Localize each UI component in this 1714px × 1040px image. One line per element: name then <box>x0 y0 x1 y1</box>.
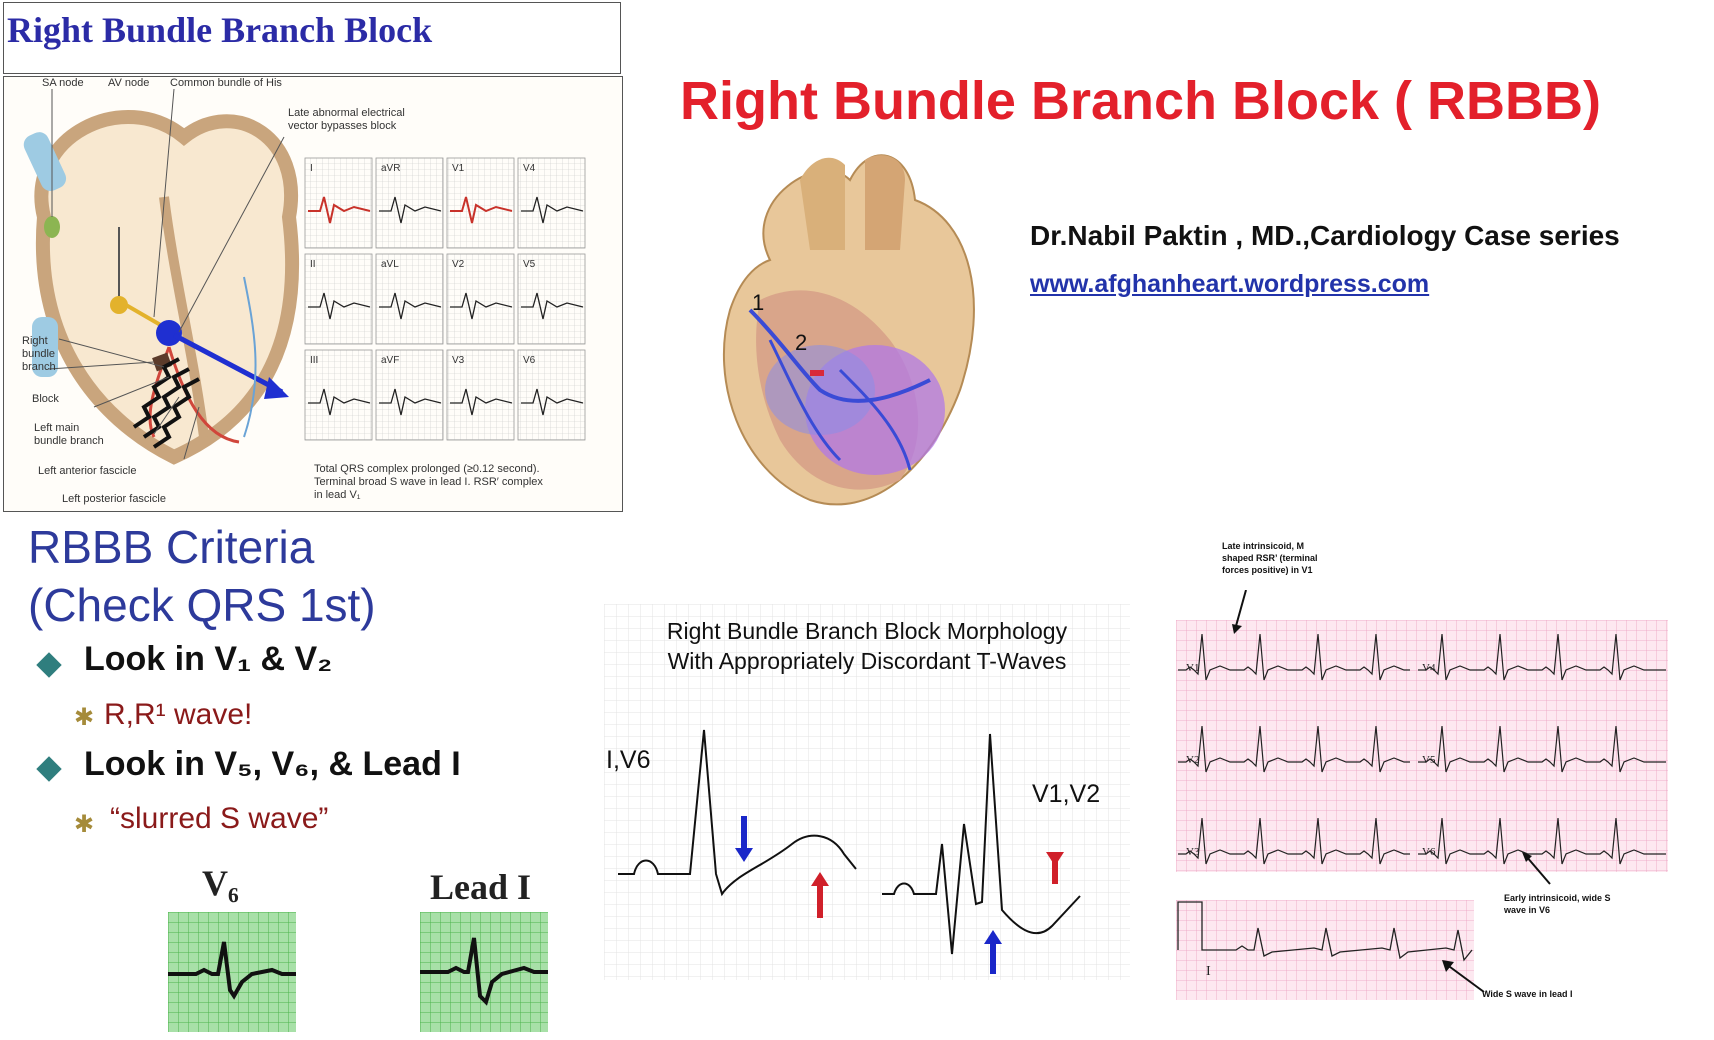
lead-cell-trace <box>379 388 442 416</box>
heart-conduction-illustration <box>23 88 299 465</box>
lead-cell-label: V3 <box>452 355 465 366</box>
ecg-trace <box>1418 817 1666 865</box>
lead-cell-trace <box>379 292 442 320</box>
annotation-arrow-lead-i <box>1442 960 1485 993</box>
title-box: Right Bundle Branch Block <box>3 2 621 74</box>
diagram-caption: Total QRS complex prolonged (≥0.12 secon… <box>314 463 543 501</box>
lead-cell-trace <box>450 388 513 416</box>
lead-cell <box>446 349 515 441</box>
ecg-strip-v6 <box>168 912 296 1032</box>
lead-cell <box>375 253 444 345</box>
annotation-arrow-v6 <box>1522 852 1551 885</box>
ecg-12-lead-tracing <box>1176 590 1668 872</box>
lead-cell <box>304 349 373 441</box>
strip-label-v6: V₆ <box>202 863 239 903</box>
bullet-diamond-icon <box>36 756 62 782</box>
bullet-diamond-icon <box>36 652 62 678</box>
ecg-trace <box>1418 633 1666 681</box>
lead-cell-trace <box>450 196 513 224</box>
lead-cell-label: II <box>310 259 316 270</box>
ecg-trace <box>1178 817 1410 865</box>
asterisk-icon: ✱ <box>74 811 95 838</box>
lead-cell-trace <box>379 196 442 224</box>
label-his-bundle: Common bundle of His <box>170 77 282 89</box>
ecg-lead-v6: V6 <box>1422 846 1436 858</box>
morphology-title-line-2: With Appropriately Discordant T-Waves <box>667 648 1067 674</box>
ecg-lead-i: I <box>1206 964 1211 979</box>
asterisk-icon: ✱ <box>74 704 95 731</box>
morphology-title: Right Bundle Branch Block Morphology Wit… <box>604 616 1130 676</box>
lead-cell <box>517 157 586 249</box>
criteria-sub-1: R,R¹ wave! <box>104 698 253 731</box>
strip-label-lead-i: Lead I <box>430 867 532 907</box>
heart-label-1: 1 <box>752 290 764 315</box>
website-link[interactable]: www.afghanheart.wordpress.com <box>1030 270 1430 298</box>
heart-illustration: 1 2 <box>722 154 975 506</box>
criteria-bullet-2: Look in V₅, V₆, & Lead I <box>84 745 461 783</box>
label-av-node: AV node <box>108 77 150 89</box>
lead-cell-trace <box>308 292 371 320</box>
criteria-heading: RBBB Criteria <box>28 521 315 573</box>
lead-cell <box>517 349 586 441</box>
lead-cell <box>304 253 373 345</box>
label-sa-node: SA node <box>42 77 84 89</box>
ecg-lead-v5: V5 <box>1422 754 1436 766</box>
ecg-trace <box>1178 725 1410 773</box>
lead-cell <box>517 253 586 345</box>
label-right-bundle: Right bundle branch <box>22 335 56 373</box>
heart-label-2: 2 <box>795 330 807 355</box>
lead-cell-label: III <box>310 355 318 366</box>
lead-cell <box>375 349 444 441</box>
lead-cell-label: aVR <box>381 163 400 174</box>
label-late-vector: Late abnormal electrical vector bypasses… <box>288 107 405 132</box>
ecg-lead-v2: V2 <box>1186 754 1200 766</box>
ecg-lead-v3: V3 <box>1186 846 1200 858</box>
lead-cell-label: I <box>310 163 313 174</box>
author-line: Dr.Nabil Paktin , MD.,Cardiology Case se… <box>1030 220 1620 251</box>
lead-cell-trace <box>521 196 584 224</box>
criteria-bullet-1: Look in V₁ & V₂ <box>84 640 333 678</box>
lead-cell-label: V1 <box>452 163 465 174</box>
ecg-trace <box>1418 725 1666 773</box>
lead-cell-trace <box>521 292 584 320</box>
lead-cell-label: aVL <box>381 259 399 270</box>
lead-cell <box>446 157 515 249</box>
ecg-trace <box>1178 633 1410 681</box>
lead-cell-label: aVF <box>381 355 399 366</box>
label-left-posterior: Left posterior fascicle <box>62 493 166 505</box>
conduction-diagram-panel: SA node AV node Common bundle of His Lat… <box>3 76 623 512</box>
main-title: Right Bundle Branch Block ( RBBB) <box>680 71 1602 131</box>
annotation-early-intrinsicoid: Early intrinsicoid, wide S wave in V6 <box>1504 893 1611 915</box>
lead-cell-label: V4 <box>523 163 536 174</box>
lead-cell-trace <box>308 388 371 416</box>
lead-cell-label: V5 <box>523 259 536 270</box>
criteria-sub-2: “slurred S wave” <box>110 802 329 835</box>
morphology-label-left: I,V6 <box>606 746 651 774</box>
ecg-strip-lead-i <box>420 912 548 1032</box>
label-block: Block <box>32 393 59 405</box>
ecg-lead-v4: V4 <box>1422 662 1436 674</box>
morphology-title-line-1: Right Bundle Branch Block Morphology <box>666 618 1068 644</box>
lead-cell-trace <box>450 292 513 320</box>
morphology-label-right: V1,V2 <box>1032 780 1101 808</box>
page-title: Right Bundle Branch Block <box>7 10 433 50</box>
lead-cell-label: V2 <box>452 259 465 270</box>
label-left-anterior: Left anterior fascicle <box>38 465 137 477</box>
lead-cell-trace <box>521 388 584 416</box>
criteria-subheading: (Check QRS 1st) <box>28 579 376 631</box>
lead-cell <box>304 157 373 249</box>
lead-cell-trace <box>308 196 371 224</box>
annotation-late-intrinsicoid: Late intrinsicoid, M shaped RSR’ (termin… <box>1222 541 1318 575</box>
ecg-lead-v1: V1 <box>1186 662 1200 674</box>
ecg-lead-i-strip <box>1176 900 1474 1000</box>
lead-cell-label: V6 <box>523 355 536 366</box>
lead-cell <box>446 253 515 345</box>
lead-cell <box>375 157 444 249</box>
morphology-panel <box>604 604 1130 980</box>
annotation-wide-s-lead-i: Wide S wave in lead I <box>1482 989 1573 999</box>
label-left-main: Left main bundle branch <box>34 422 104 447</box>
